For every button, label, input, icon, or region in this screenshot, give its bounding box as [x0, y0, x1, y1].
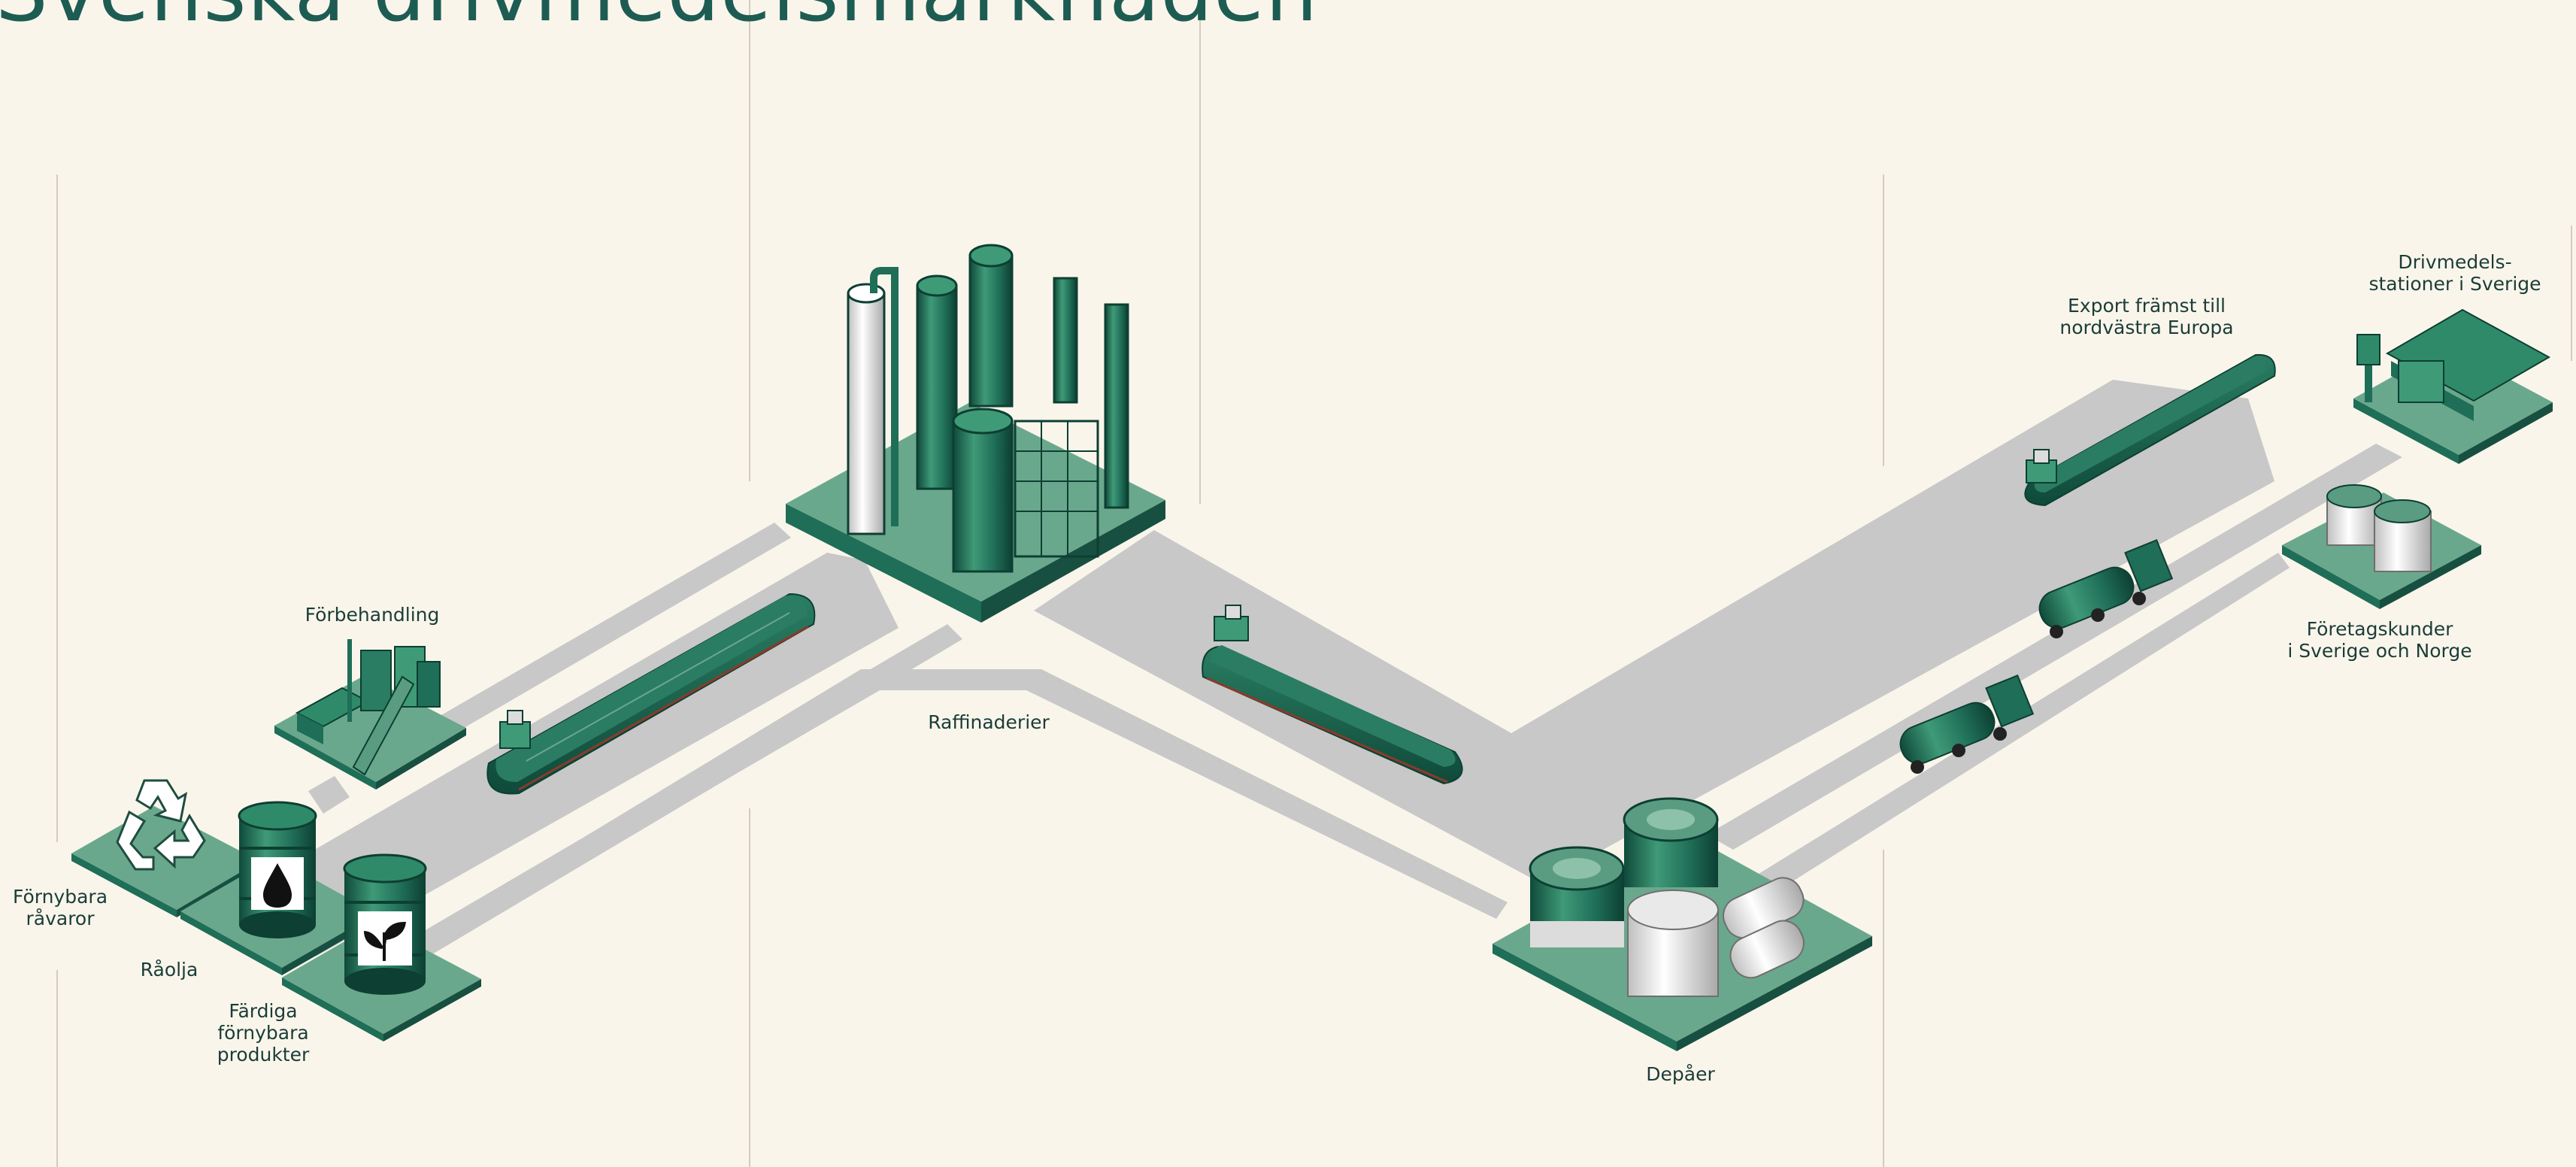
- ship-icon: [499, 710, 531, 749]
- page-title: Svenska drivmedelsmarknaden: [0, 0, 1319, 33]
- route-to-stations: [1707, 444, 2402, 850]
- crude-oil-platform: [180, 801, 376, 975]
- depot: [1493, 797, 1872, 1051]
- label-raffinaderier: Raffinaderier: [928, 711, 1050, 733]
- label-drivmedelsstationer: Drivmedels- stationer i Sverige: [2368, 251, 2541, 295]
- label-raolja: Råolja: [140, 959, 199, 981]
- flow-routes: [269, 380, 2402, 959]
- label-foretagskunder: Företagskunder i Sverige och Norge: [2287, 618, 2472, 662]
- refinery-icon: [847, 244, 1129, 573]
- route-renewables: [308, 776, 350, 814]
- truck-icon-2: [1899, 674, 2035, 774]
- pretreatment-plant: [274, 639, 466, 790]
- renewable-barrel: [343, 853, 427, 995]
- route-to-customers: [1737, 553, 2290, 902]
- column-dividers: [56, 0, 2572, 1167]
- route-refinery-depot: [402, 669, 1508, 953]
- truck-icon: [2038, 539, 2174, 638]
- leaf-icon: [364, 921, 406, 961]
- route-pretreatment: [436, 523, 791, 735]
- oil-drop-icon: [263, 863, 292, 908]
- tanker-ship-refinery: [1202, 605, 1463, 785]
- oil-barrel: [238, 801, 317, 938]
- refinery: [786, 244, 1165, 623]
- finished-products-platform: [282, 853, 481, 1041]
- corporate-customers-platform: [2282, 484, 2481, 609]
- tanker-ship-crude: [486, 593, 816, 795]
- tank-icon: [1529, 797, 1805, 997]
- gas-station-icon: [2356, 308, 2551, 421]
- label-fornybara-ravaror: Förnybara råvaror: [12, 886, 108, 929]
- label-depaer: Depåer: [1646, 1063, 1715, 1085]
- recycle-icon: [116, 779, 206, 871]
- tanker-ship-export: [2024, 353, 2276, 507]
- label-fardiga-produkter: Färdiga förnybara produkter: [217, 1000, 310, 1065]
- label-forbehandling: Förbehandling: [305, 604, 440, 626]
- route-depot-export: [1034, 380, 2274, 884]
- gas-station: [2353, 308, 2553, 464]
- label-export: Export främst till nordvästra Europa: [2059, 295, 2234, 338]
